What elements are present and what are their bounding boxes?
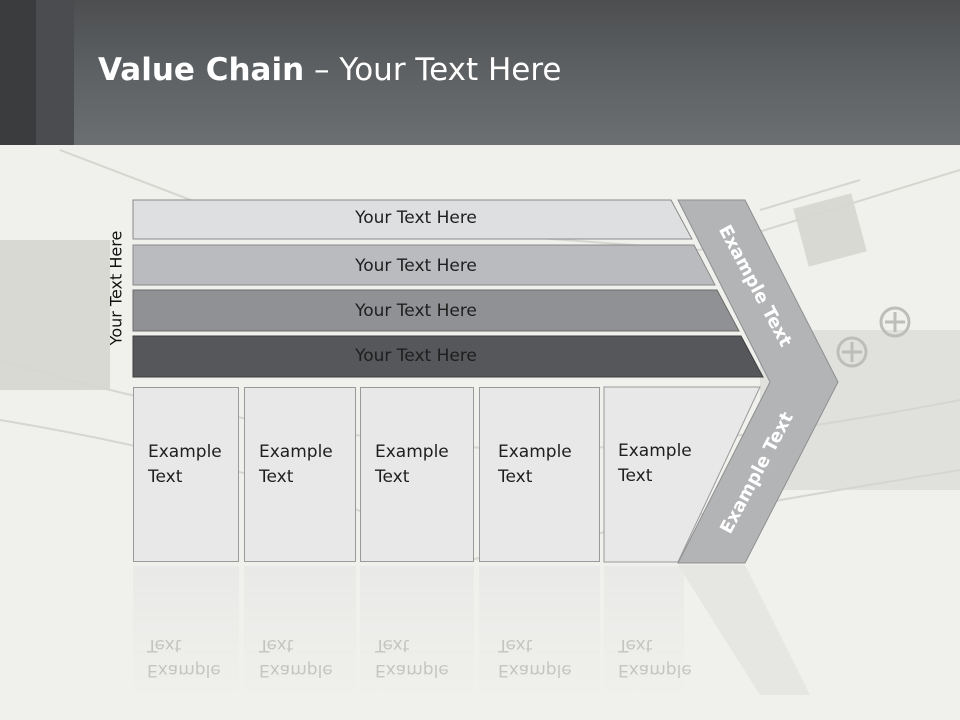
bar-3-shape (132, 289, 740, 332)
slide-title[interactable]: Value Chain – Your Text Here (98, 52, 561, 88)
bar-label[interactable]: Your Text Here (355, 346, 477, 366)
box-reflection (604, 566, 684, 696)
bar-label[interactable]: Your Text Here (355, 301, 477, 321)
chevron-arrow (677, 199, 839, 564)
header-accent-strip-2 (36, 0, 74, 145)
chevron-reflection (678, 565, 810, 695)
box-reflection (244, 566, 356, 696)
box-reflection (360, 566, 474, 696)
box-reflection (133, 566, 239, 696)
bar-label[interactable]: Your Text Here (355, 256, 477, 276)
bar-1-shape (132, 199, 693, 240)
header-accent-strip (0, 0, 36, 145)
box-5-shape (603, 386, 761, 563)
bar-label[interactable]: Your Text Here (355, 208, 477, 228)
title-bold: Value Chain (98, 52, 305, 88)
title-rest: – Your Text Here (304, 52, 562, 88)
box-reflection (479, 566, 600, 696)
bar-2-shape (132, 244, 716, 286)
side-label[interactable]: Your Text Here (106, 230, 126, 346)
slide-header: Value Chain – Your Text Here (0, 0, 960, 145)
bar-4-shape (132, 335, 764, 378)
